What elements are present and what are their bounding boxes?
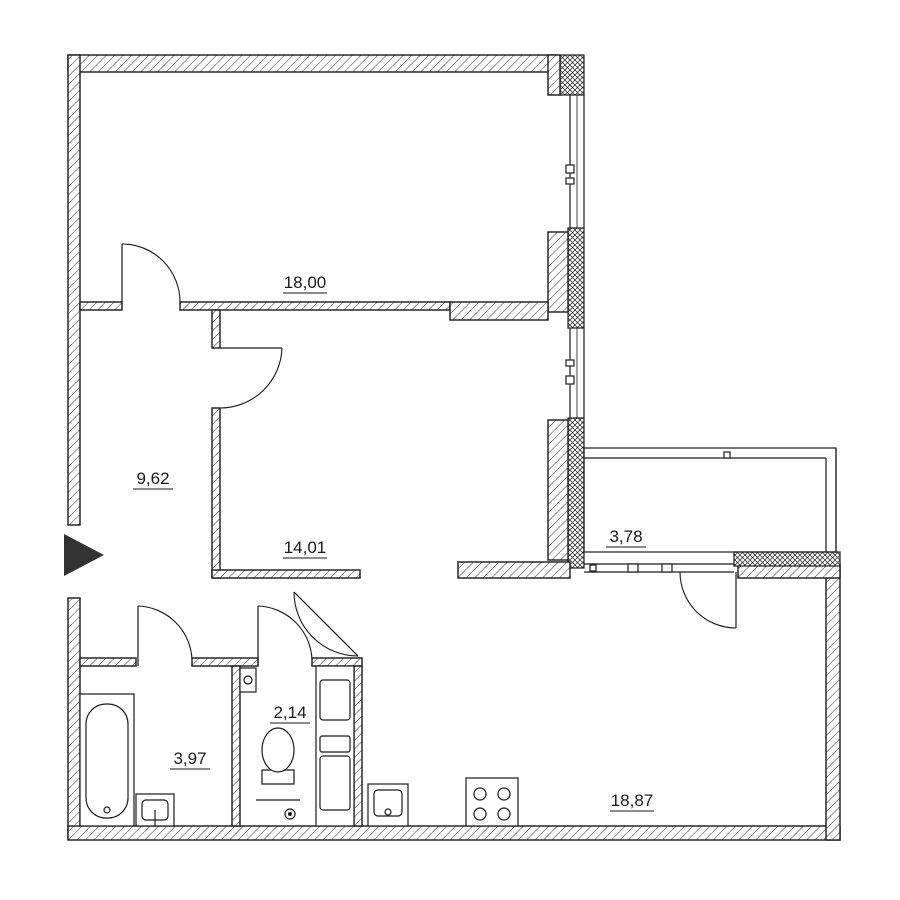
room-area-hall: 9,62 — [136, 469, 169, 488]
wall-segment — [231, 665, 241, 827]
room-area-bedroom-2: 14,01 — [284, 538, 327, 557]
room-area-balcony: 3,78 — [609, 527, 642, 546]
wall-top — [67, 54, 559, 73]
facade-segment — [559, 54, 585, 96]
wall-facade-inner — [547, 419, 569, 561]
stove-icon — [465, 777, 519, 827]
wall-segment — [457, 561, 571, 579]
wall-segment — [79, 657, 137, 667]
wall-segment — [211, 407, 221, 579]
wall-segment — [179, 301, 451, 311]
room-area-wc: 2,14 — [273, 703, 306, 722]
arrow-right-icon — [64, 534, 104, 576]
wall-bottom — [67, 825, 841, 841]
door-swing — [219, 347, 283, 409]
fixtures — [79, 665, 519, 827]
door-swing — [293, 591, 359, 657]
wall-segment — [311, 657, 363, 667]
wall-facade-inner — [547, 231, 569, 313]
facade-segment — [567, 227, 585, 329]
door-swing — [121, 243, 181, 303]
wall-segment — [449, 301, 549, 321]
wall-segment — [211, 569, 361, 579]
door-swing — [257, 605, 313, 661]
wall-segment — [191, 657, 259, 667]
wall-left-upper — [67, 54, 81, 526]
wall-segment — [211, 309, 221, 349]
doors — [121, 243, 737, 666]
room-area-kitchen-living: 18,87 — [611, 791, 654, 810]
room-area-bathroom: 3,97 — [173, 749, 206, 768]
door-swing — [679, 571, 737, 629]
facade-segment — [733, 551, 841, 567]
windows — [565, 95, 585, 418]
room-area-bedroom-1: 18,00 — [284, 273, 327, 292]
wall-facade-inner — [547, 54, 561, 96]
facade-segment — [567, 417, 585, 569]
area-labels: 18,00 9,62 14,01 3,78 2,14 3,97 18,87 — [133, 273, 654, 812]
wall-segment — [79, 301, 123, 311]
door-swing — [137, 605, 193, 661]
exterior-walls — [67, 54, 841, 841]
wall-left-lower — [67, 597, 81, 839]
wall-segment — [353, 665, 363, 827]
wall-right — [825, 565, 841, 841]
balcony-structure — [583, 447, 837, 573]
